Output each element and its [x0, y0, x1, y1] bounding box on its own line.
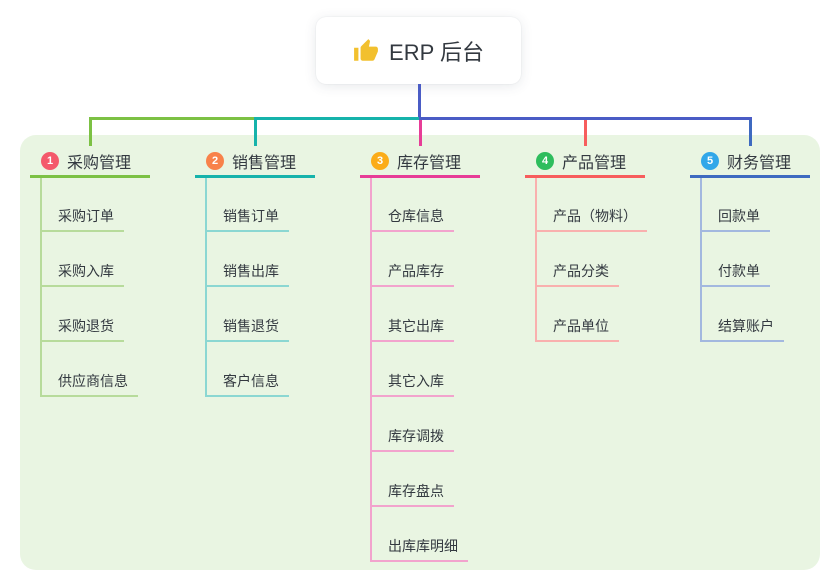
connector-drop-line: [254, 120, 257, 146]
child-underline: [205, 340, 289, 342]
root-node[interactable]: ERP 后台: [316, 17, 521, 84]
child-node[interactable]: 销售退货: [223, 318, 279, 334]
child-node[interactable]: 结算账户: [718, 318, 774, 334]
branch-underline: [360, 175, 480, 178]
thumbs-up-icon: [353, 38, 379, 64]
child-underline: [535, 230, 647, 232]
branch-number-badge: 5: [701, 152, 719, 170]
child-node[interactable]: 出库库明细: [388, 538, 458, 554]
child-underline: [40, 340, 124, 342]
child-node[interactable]: 回款单: [718, 208, 760, 224]
child-underline: [205, 230, 289, 232]
branch-header-node[interactable]: 5 财务管理: [701, 149, 791, 173]
branch-trunk-line: [700, 178, 702, 342]
connector-drop-line: [89, 120, 92, 146]
child-node[interactable]: 采购退货: [58, 318, 114, 334]
child-node[interactable]: 销售出库: [223, 263, 279, 279]
connector-drop-line: [749, 120, 752, 146]
child-node[interactable]: 其它出库: [388, 318, 444, 334]
child-underline: [370, 450, 454, 452]
child-underline: [700, 285, 770, 287]
root-node-label: ERP 后台: [389, 39, 484, 65]
branches-panel: [20, 135, 820, 570]
branch-header-node[interactable]: 1 采购管理: [41, 149, 131, 173]
child-underline: [535, 340, 619, 342]
child-node[interactable]: 产品单位: [553, 318, 609, 334]
child-underline: [370, 230, 454, 232]
child-underline: [205, 285, 289, 287]
child-node[interactable]: 采购入库: [58, 263, 114, 279]
child-node[interactable]: 付款单: [718, 263, 760, 279]
child-node[interactable]: 产品库存: [388, 263, 444, 279]
child-underline: [370, 505, 454, 507]
child-node[interactable]: 销售订单: [223, 208, 279, 224]
branch-number-badge: 3: [371, 152, 389, 170]
branch-number-badge: 2: [206, 152, 224, 170]
connector-drop-line: [419, 120, 422, 146]
branch-trunk-line: [40, 178, 42, 397]
branch-header-node[interactable]: 2 销售管理: [206, 149, 296, 173]
connector-horizontal-segment: [419, 117, 752, 120]
branch-label: 采购管理: [67, 155, 132, 172]
branch-label: 销售管理: [232, 155, 297, 172]
branch-label: 产品管理: [562, 155, 627, 172]
child-underline: [535, 285, 619, 287]
connector-horizontal-segment: [89, 117, 254, 120]
branch-header-node[interactable]: 4 产品管理: [536, 149, 626, 173]
branch-trunk-line: [205, 178, 207, 397]
child-node[interactable]: 产品分类: [553, 263, 609, 279]
child-underline: [205, 395, 289, 397]
connector-horizontal-segment: [254, 117, 419, 120]
branch-header-node[interactable]: 3 库存管理: [371, 149, 461, 173]
child-node[interactable]: 其它入库: [388, 373, 444, 389]
branch-number-badge: 1: [41, 152, 59, 170]
connector-drop-line: [584, 120, 587, 146]
child-node[interactable]: 采购订单: [58, 208, 114, 224]
child-underline: [370, 340, 454, 342]
child-node[interactable]: 客户信息: [223, 373, 279, 389]
child-underline: [700, 230, 770, 232]
child-underline: [40, 395, 138, 397]
child-underline: [370, 285, 454, 287]
child-underline: [700, 340, 784, 342]
child-underline: [370, 395, 454, 397]
branch-label: 财务管理: [727, 155, 792, 172]
branch-underline: [525, 175, 645, 178]
child-node[interactable]: 库存调拨: [388, 428, 444, 444]
child-node[interactable]: 库存盘点: [388, 483, 444, 499]
child-underline: [370, 560, 468, 562]
root-connector-line: [418, 84, 421, 120]
branch-underline: [30, 175, 150, 178]
child-underline: [40, 230, 124, 232]
branch-trunk-line: [535, 178, 537, 342]
branch-underline: [690, 175, 810, 178]
child-node[interactable]: 产品（物料）: [553, 208, 637, 224]
branch-trunk-line: [370, 178, 372, 562]
branch-underline: [195, 175, 315, 178]
child-underline: [40, 285, 124, 287]
child-node[interactable]: 供应商信息: [58, 373, 128, 389]
branch-number-badge: 4: [536, 152, 554, 170]
child-node[interactable]: 仓库信息: [388, 208, 444, 224]
branch-label: 库存管理: [397, 155, 462, 172]
